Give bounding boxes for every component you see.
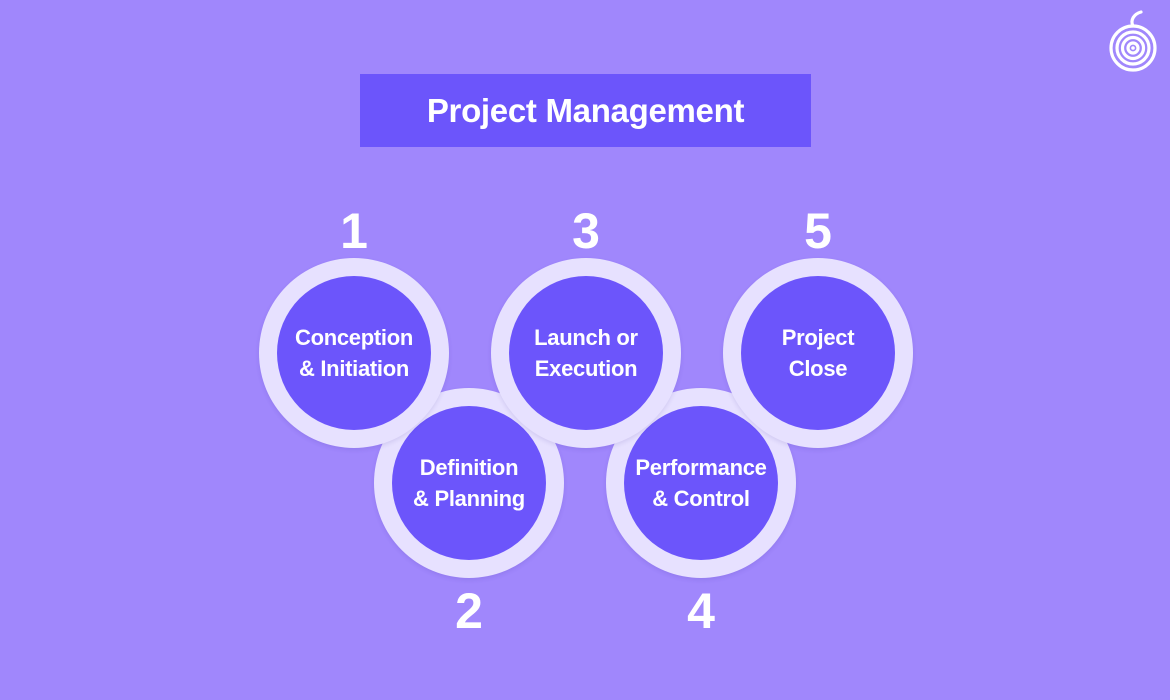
step-circle-1-core: Conception & Initiation xyxy=(277,276,431,430)
step-1-label-line2: & Initiation xyxy=(298,356,410,381)
step-3-label-line2: Execution xyxy=(534,356,638,381)
step-5-label-line2: Close xyxy=(788,356,848,381)
step-circle-3-core: Launch or Execution xyxy=(509,276,663,430)
step-circle-5: Project Close xyxy=(723,258,913,448)
diagram-title: Project Management xyxy=(426,91,745,129)
step-3-label-line1: Launch or xyxy=(534,325,638,350)
step-4-label-line1: Performance xyxy=(635,455,767,480)
step-number-3: 3 xyxy=(572,203,600,259)
step-1-label-line1: Conception xyxy=(295,325,413,350)
step-circle-3: Launch or Execution xyxy=(491,258,681,448)
step-2-label-line2: & Planning xyxy=(413,486,525,511)
step-circle-4-core: Performance & Control xyxy=(624,406,778,560)
step-number-1: 1 xyxy=(340,203,368,259)
step-circle-2-core: Definition & Planning xyxy=(392,406,546,560)
step-number-2: 2 xyxy=(455,583,483,639)
step-5-label-line1: Project xyxy=(781,325,855,350)
spiral-logo-icon xyxy=(1108,8,1158,74)
step-circle-1: Conception & Initiation xyxy=(259,258,449,448)
step-4-label-line2: & Control xyxy=(652,486,750,511)
step-2-label-line1: Definition xyxy=(419,455,519,480)
step-circle-5-core: Project Close xyxy=(741,276,895,430)
title-banner: Project Management xyxy=(360,74,811,147)
step-number-5: 5 xyxy=(804,203,832,259)
step-number-4: 4 xyxy=(687,583,715,639)
